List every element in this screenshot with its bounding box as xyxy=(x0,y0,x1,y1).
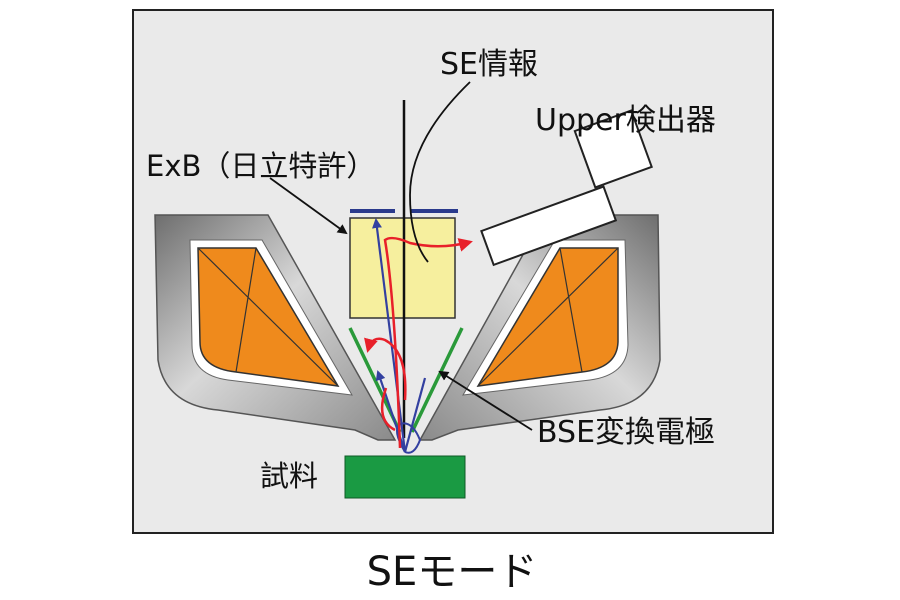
caption: SEモード xyxy=(367,549,538,595)
exb-leader xyxy=(269,177,348,235)
bse-electrode-label: BSE変換電極 xyxy=(537,415,715,450)
se-trajectories xyxy=(364,236,473,449)
bse-electrode-leader xyxy=(438,370,533,431)
upper-detector-label: Upper検出器 xyxy=(535,103,716,138)
right-coil xyxy=(476,247,619,387)
upper-detector xyxy=(480,109,653,267)
exb-label: ExB（日立特許） xyxy=(146,149,375,183)
se-info-leader xyxy=(409,81,471,263)
sample-label: 試料 xyxy=(260,459,318,493)
exb-filter xyxy=(349,217,456,319)
bse-electrode-right xyxy=(410,327,464,433)
left-coil xyxy=(197,247,340,387)
se-info-label: SE情報 xyxy=(440,47,538,82)
sample xyxy=(344,455,466,499)
